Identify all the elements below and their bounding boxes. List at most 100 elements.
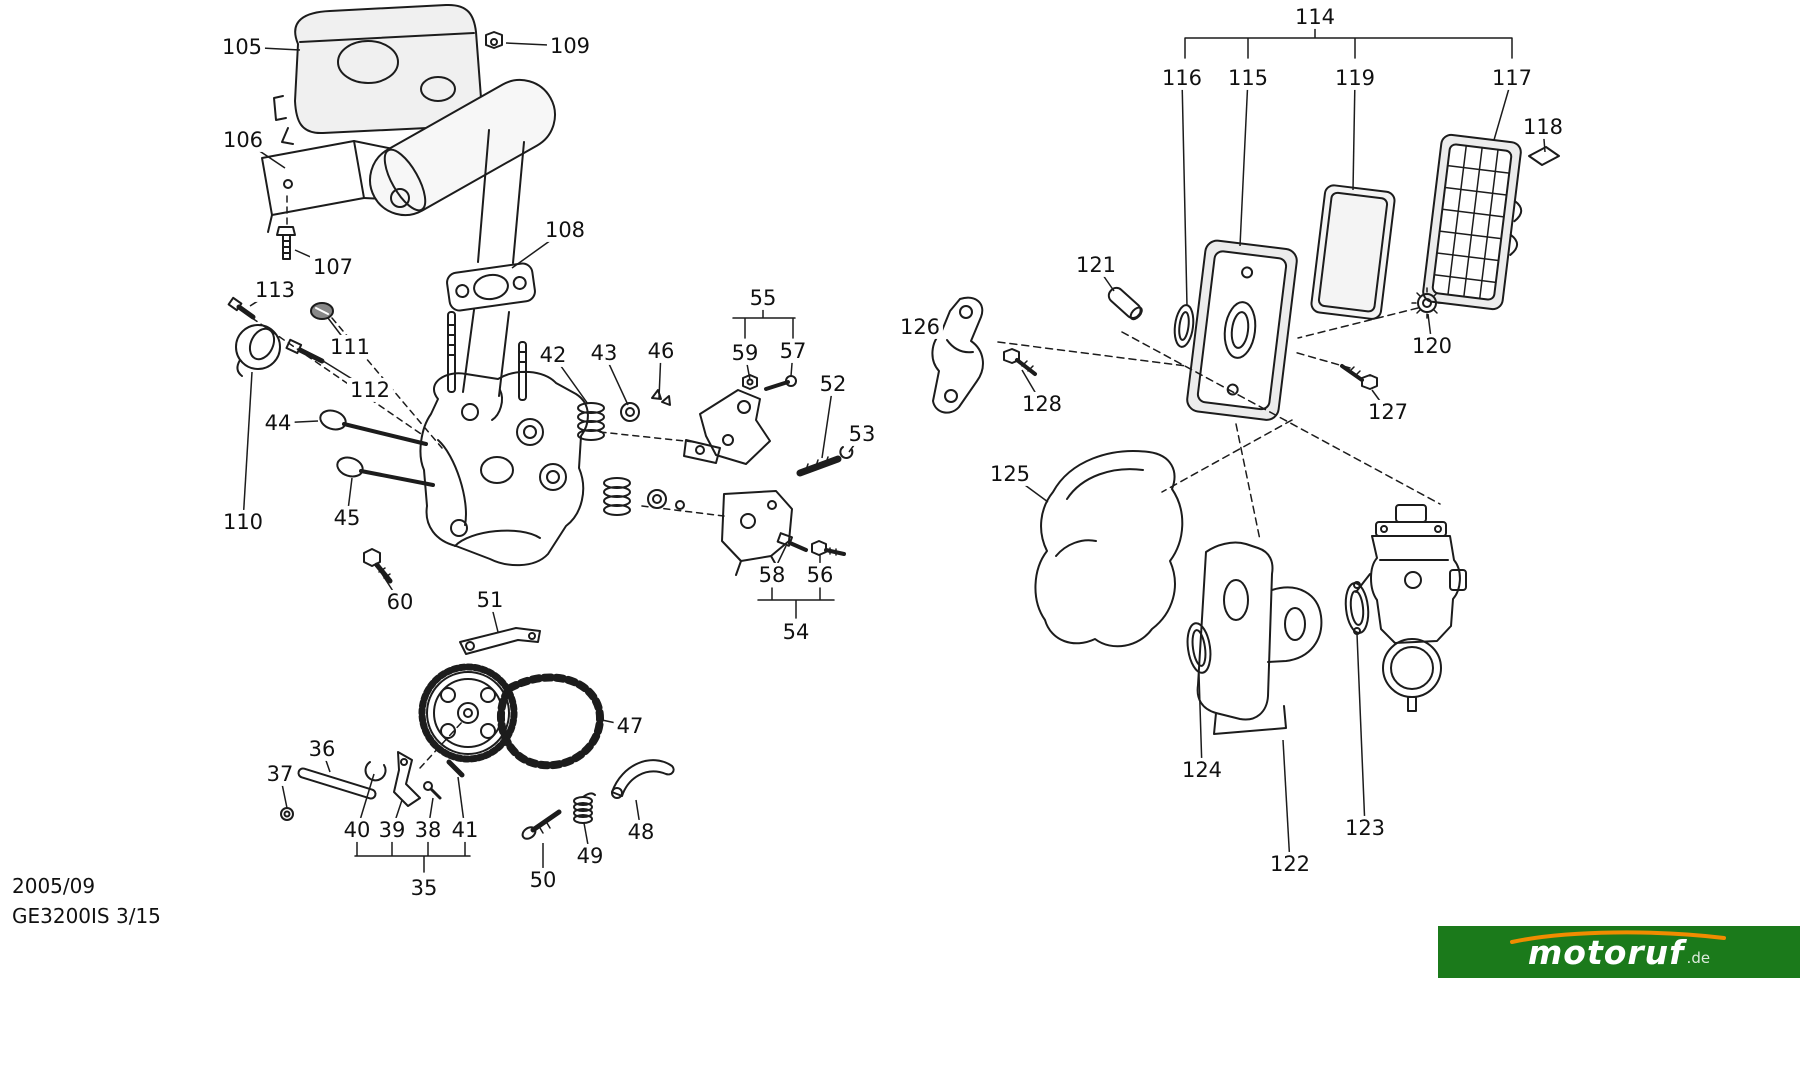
exhaust-gasket-108 xyxy=(446,262,536,312)
rocker-bracket xyxy=(699,389,771,465)
nut-120 xyxy=(1411,287,1443,319)
bolt-60 xyxy=(363,548,393,584)
part-callout-115: 115 xyxy=(1224,65,1272,91)
part-callout-56: 56 xyxy=(803,562,837,588)
governor-fork-39 xyxy=(393,751,421,807)
pin-41 xyxy=(446,759,465,778)
part-callout-112: 112 xyxy=(346,377,394,403)
washer-111 xyxy=(310,302,334,320)
valve-44 xyxy=(319,409,428,446)
part-callout-57: 57 xyxy=(776,338,810,364)
clip-53 xyxy=(839,446,854,459)
part-callout-111: 111 xyxy=(326,334,374,360)
part-callout-50: 50 xyxy=(526,867,560,893)
intake-elbow-110 xyxy=(235,324,281,377)
governor-pin-52 xyxy=(796,455,842,477)
valve-spring-42 xyxy=(577,402,605,441)
spring-49 xyxy=(573,792,596,824)
cover-125 xyxy=(1034,450,1184,648)
timing-chain-47 xyxy=(496,673,604,770)
leader-line-52 xyxy=(821,383,834,459)
shaft-36 xyxy=(297,767,377,800)
bolt-50 xyxy=(521,809,562,840)
muffler-body xyxy=(369,79,556,216)
breather-tube-121 xyxy=(1107,286,1143,321)
carburetor xyxy=(1355,504,1467,712)
part-callout-41: 41 xyxy=(448,817,482,843)
bolt-112 xyxy=(285,338,325,364)
part-callout-125: 125 xyxy=(986,461,1034,487)
part-callout-40: 40 xyxy=(340,817,374,843)
part-callout-113: 113 xyxy=(251,277,299,303)
bolt-107 xyxy=(276,226,296,260)
part-callout-47: 47 xyxy=(613,713,647,739)
nut-109 xyxy=(485,31,503,49)
spring-retainer-lower xyxy=(647,489,685,510)
part-callout-123: 123 xyxy=(1341,815,1389,841)
alignment-dashes-left xyxy=(251,195,725,769)
alignment-dashes-right xyxy=(997,307,1441,541)
part-callout-44: 44 xyxy=(261,410,295,436)
part-callout-117: 117 xyxy=(1488,65,1536,91)
screw-113 xyxy=(227,296,256,320)
part-callout-54: 54 xyxy=(779,619,813,645)
part-callout-105: 105 xyxy=(218,34,266,60)
part-callout-55: 55 xyxy=(746,285,780,311)
part-callout-52: 52 xyxy=(816,371,850,397)
part-callout-109: 109 xyxy=(546,33,594,59)
part-callout-51: 51 xyxy=(473,587,507,613)
rocker-arm xyxy=(683,439,721,464)
part-callout-106: 106 xyxy=(219,127,267,153)
motoruf-logo[interactable]: motoruf .de xyxy=(1438,926,1800,978)
bolt-128 xyxy=(1003,348,1037,376)
logo-brand-text: motoruf xyxy=(1527,932,1685,972)
bracket-126 xyxy=(931,296,984,414)
part-callout-126: 126 xyxy=(896,314,944,340)
air-filter-117 xyxy=(1422,133,1523,311)
leader-line-119 xyxy=(1352,77,1356,191)
part-callout-59: 59 xyxy=(728,340,762,366)
part-callout-58: 58 xyxy=(755,562,789,588)
part-callout-49: 49 xyxy=(573,843,607,869)
date-code: 2005/09 xyxy=(12,874,96,898)
foam-element-119 xyxy=(1310,184,1396,320)
part-callout-120: 120 xyxy=(1408,333,1456,359)
part-callout-108: 108 xyxy=(541,217,589,243)
part-callout-107: 107 xyxy=(309,254,357,280)
part-callout-43: 43 xyxy=(587,340,621,366)
part-callout-110: 110 xyxy=(219,509,267,535)
part-callout-122: 122 xyxy=(1266,851,1314,877)
part-callout-124: 124 xyxy=(1178,757,1226,783)
part-callout-39: 39 xyxy=(375,817,409,843)
chain-guide-51 xyxy=(459,627,541,655)
part-callout-45: 45 xyxy=(330,505,364,531)
leader-line-123 xyxy=(1356,633,1366,829)
leader-line-115 xyxy=(1239,77,1249,247)
screw-38 xyxy=(423,781,442,800)
part-callout-118: 118 xyxy=(1519,114,1567,140)
bolt-56 xyxy=(811,540,846,556)
spring-retainer-43 xyxy=(620,402,640,422)
part-callout-37: 37 xyxy=(263,761,297,787)
clip-40 xyxy=(364,761,387,782)
part-callout-116: 116 xyxy=(1158,65,1206,91)
leader-line-116 xyxy=(1181,77,1188,307)
governor-arm-48 xyxy=(611,759,675,799)
air-cleaner-base-122 xyxy=(1196,541,1323,735)
part-callout-38: 38 xyxy=(411,817,445,843)
logo-tld-text: .de xyxy=(1686,949,1711,967)
leader-line-124 xyxy=(1198,673,1203,771)
part-callout-46: 46 xyxy=(644,338,678,364)
valve-spring-lower xyxy=(603,477,631,516)
part-callout-48: 48 xyxy=(624,819,658,845)
gasket-118 xyxy=(1528,146,1560,166)
part-callout-36: 36 xyxy=(305,736,339,762)
valve-45 xyxy=(336,456,435,487)
part-callout-121: 121 xyxy=(1072,252,1120,278)
cylinder-head xyxy=(419,370,589,567)
part-callout-127: 127 xyxy=(1364,399,1412,425)
gasket-124 xyxy=(1186,622,1212,674)
